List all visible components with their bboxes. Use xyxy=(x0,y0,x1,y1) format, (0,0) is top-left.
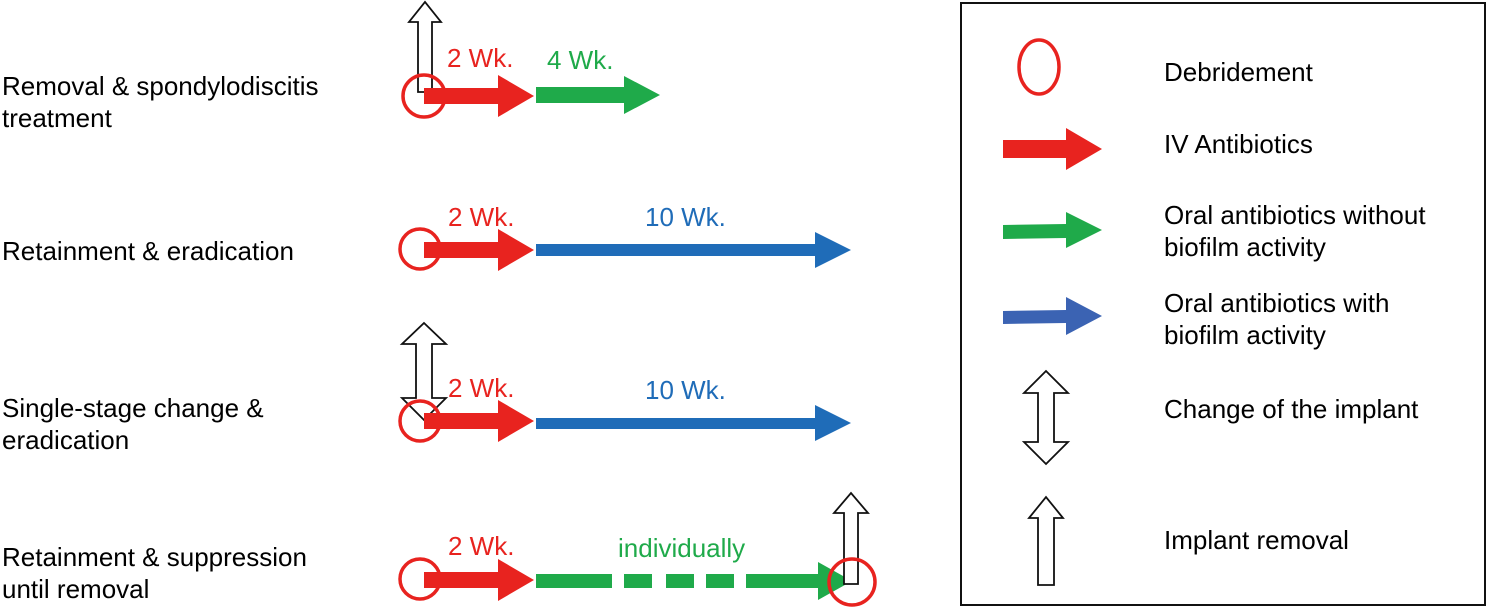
legend-line: IV Antibiotics xyxy=(1164,129,1313,159)
legend-symbols xyxy=(1003,38,1102,586)
legend-implant-removal-icon xyxy=(1027,495,1065,586)
row-single-stage-change: 2 Wk. 10 Wk. xyxy=(398,321,851,443)
legend-oral-biofilm-arrow-icon xyxy=(1003,297,1102,335)
legend-line: Debridement xyxy=(1164,57,1313,87)
iv-antibiotics-arrow xyxy=(424,75,534,117)
dash-segment xyxy=(624,574,652,588)
iv-duration-label: 2 Wk. xyxy=(448,531,514,561)
legend-line: biofilm activity xyxy=(1164,320,1326,350)
iv-antibiotics-arrow xyxy=(424,400,534,442)
iv-duration-label: 2 Wk. xyxy=(448,202,514,232)
row-label-line: Retainment & suppression xyxy=(2,542,307,572)
legend-iv-arrow-icon xyxy=(1003,128,1102,170)
row-label-line: treatment xyxy=(2,103,112,133)
legend-line: Oral antibiotics with xyxy=(1164,288,1390,318)
iv-duration-label: 2 Wk. xyxy=(447,43,513,73)
row-suppression: 2 Wk. individually xyxy=(398,491,877,607)
row-retainment-eradication: 2 Wk. 10 Wk. xyxy=(398,202,851,271)
row-label-suppression: Retainment & suppression until removal xyxy=(2,541,307,605)
oral-no-biofilm-dashed-arrow xyxy=(536,562,852,600)
row-label-retainment-eradication: Retainment & eradication xyxy=(2,235,294,267)
row-label-removal: Removal & spondylodiscitis treatment xyxy=(2,70,318,134)
legend-line: Implant removal xyxy=(1164,525,1349,555)
row-label-line: until removal xyxy=(2,574,150,604)
legend-line: Oral antibiotics without xyxy=(1164,200,1426,230)
oral-biofilm-arrow xyxy=(536,405,851,441)
oral-biofilm-arrow xyxy=(536,232,851,268)
legend-implant-change-icon xyxy=(1021,369,1071,466)
iv-duration-label: 2 Wk. xyxy=(448,373,514,403)
iv-antibiotics-arrow xyxy=(424,559,534,601)
row-removal: 2 Wk. 4 Wk. xyxy=(401,0,660,119)
legend-box xyxy=(960,2,1486,606)
row-label-line: eradication xyxy=(2,425,130,455)
legend-debridement-icon xyxy=(1017,38,1061,96)
oral-duration-label: individually xyxy=(618,533,745,563)
legend-label-removal: Implant removal xyxy=(1164,524,1349,556)
dash-segment-head xyxy=(746,562,852,600)
dash-segment xyxy=(536,574,612,588)
legend-line: Change of the implant xyxy=(1164,394,1419,424)
iv-antibiotics-arrow xyxy=(424,229,534,271)
implant-removal-icon xyxy=(407,0,443,93)
legend-label-change: Change of the implant xyxy=(1164,393,1418,425)
legend-line: biofilm activity xyxy=(1164,232,1326,262)
oral-duration-label: 4 Wk. xyxy=(547,45,613,75)
oral-duration-label: 10 Wk. xyxy=(645,375,726,405)
implant-removal-icon xyxy=(832,491,870,585)
row-label-line: Single-stage change & xyxy=(2,393,264,423)
debridement-icon xyxy=(827,557,877,607)
oral-no-biofilm-arrow xyxy=(536,76,660,114)
legend-label-oral-biofilm: Oral antibiotics with biofilm activity xyxy=(1164,287,1389,351)
oral-duration-label: 10 Wk. xyxy=(645,202,726,232)
legend-label-oral-no-biofilm: Oral antibiotics without biofilm activit… xyxy=(1164,199,1426,263)
row-label-line: Removal & spondylodiscitis xyxy=(2,71,319,101)
legend-label-debridement: Debridement xyxy=(1164,56,1313,88)
legend-oral-no-biofilm-arrow-icon xyxy=(1003,212,1102,248)
dash-segment xyxy=(706,574,734,588)
legend-label-iv: IV Antibiotics xyxy=(1164,128,1313,160)
row-label-line: Retainment & eradication xyxy=(2,236,294,266)
dash-segment xyxy=(666,574,694,588)
row-label-single-stage: Single-stage change & eradication xyxy=(2,392,264,456)
